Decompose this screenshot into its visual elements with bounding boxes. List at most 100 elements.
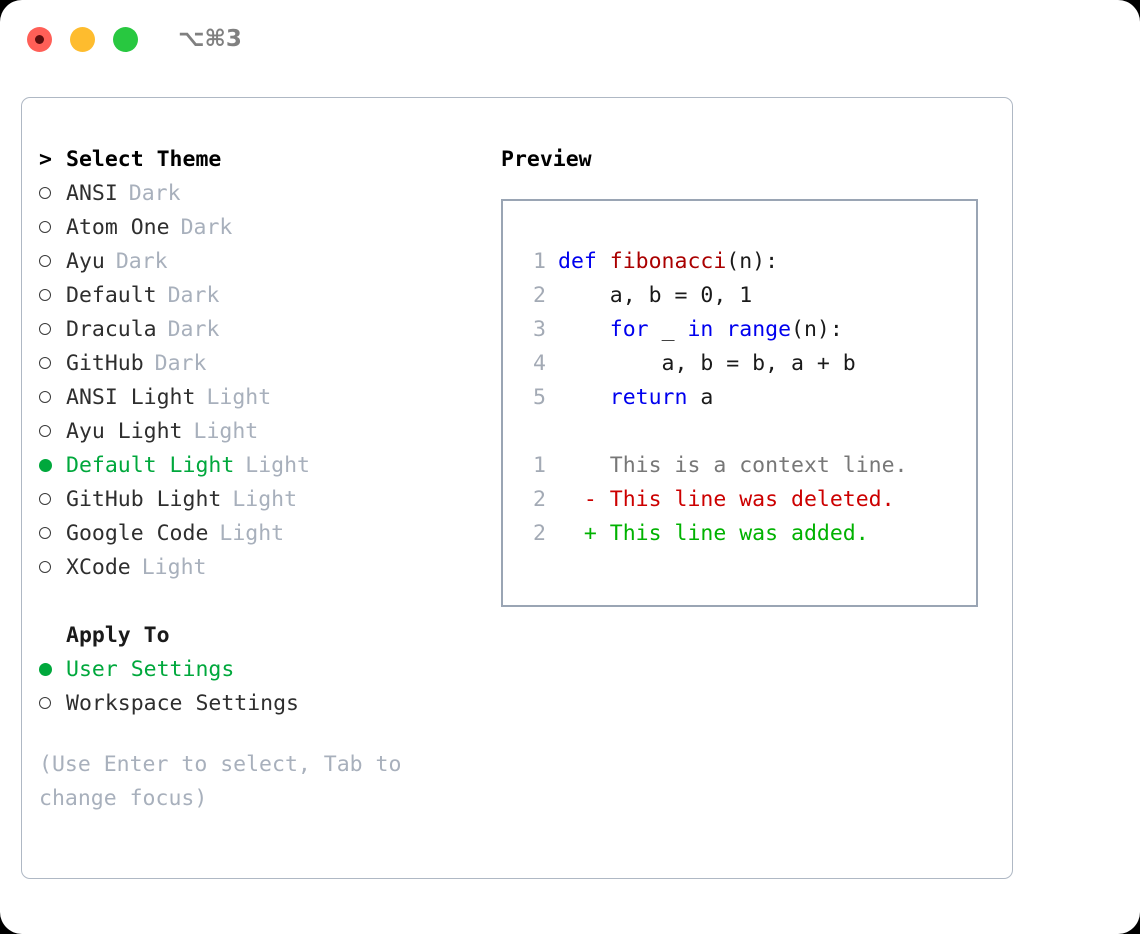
theme-name: XCode <box>66 554 131 580</box>
theme-list-item[interactable]: ANSI Light Light <box>39 380 479 414</box>
radio-dot <box>39 458 52 472</box>
theme-name: GitHub Light <box>66 486 222 512</box>
minimize-button[interactable] <box>70 26 95 52</box>
radio-selected-icon[interactable] <box>39 458 66 472</box>
diff-line: 1 This is a context line. <box>503 449 976 483</box>
radio-dot <box>39 527 51 539</box>
theme-name: ANSI Light <box>66 384 196 410</box>
theme-variant-badge: Light <box>245 452 311 478</box>
radio-dot <box>39 561 51 573</box>
apply-to-label: Workspace Settings <box>66 690 299 716</box>
theme-variant-badge: Dark <box>167 316 220 342</box>
code-token: a, b = b, a + b <box>558 351 856 376</box>
radio-unselected-icon[interactable] <box>39 561 66 573</box>
radio-dot <box>39 221 51 233</box>
code-line-number: 3 <box>533 317 546 342</box>
radio-dot <box>39 255 51 267</box>
code-line-content: return a <box>558 381 714 415</box>
keyboard-shortcut-label: ⌥⌘3 <box>178 26 242 52</box>
radio-selected-icon[interactable] <box>39 662 66 676</box>
theme-variant-badge: Light <box>219 520 285 546</box>
close-button[interactable] <box>27 26 52 52</box>
code-token: def <box>558 249 610 274</box>
radio-dot <box>39 493 51 505</box>
radio-unselected-icon[interactable] <box>39 323 66 335</box>
radio-unselected-icon[interactable] <box>39 357 66 369</box>
radio-unselected-icon[interactable] <box>39 493 66 505</box>
select-theme-title: Select Theme <box>66 146 222 172</box>
select-theme-header: > Select Theme <box>39 142 479 176</box>
code-token: (n): <box>791 317 843 342</box>
theme-name: Google Code <box>66 520 209 546</box>
code-token: range <box>726 317 792 342</box>
code-line: 4 a, b = b, a + b <box>503 347 976 381</box>
code-token: (n): <box>726 249 779 274</box>
theme-list-item[interactable]: Dracula Dark <box>39 312 479 346</box>
diff-marker <box>558 449 610 483</box>
theme-variant-badge: Dark <box>167 282 220 308</box>
theme-variant-badge: Light <box>232 486 298 512</box>
apply-to-item[interactable]: User Settings <box>39 652 479 686</box>
radio-dot <box>39 323 51 335</box>
radio-unselected-icon[interactable] <box>39 527 66 539</box>
theme-name: Ayu Light <box>66 418 183 444</box>
keyboard-hint-text: (Use Enter to select, Tab to change focu… <box>39 752 402 811</box>
radio-unselected-icon[interactable] <box>39 255 66 267</box>
diff-text: This line was added. <box>609 521 869 546</box>
maximize-button[interactable] <box>113 26 138 52</box>
theme-list-item[interactable]: Google Code Light <box>39 516 479 550</box>
theme-name: Ayu <box>66 248 105 274</box>
radio-unselected-icon[interactable] <box>39 289 66 301</box>
caret-icon: > <box>39 146 52 172</box>
diff-text: This is a context line. <box>609 453 908 478</box>
apply-to-item[interactable]: Workspace Settings <box>39 686 479 720</box>
theme-list-item[interactable]: Default Dark <box>39 278 479 312</box>
code-line: 2 a, b = 0, 1 <box>503 279 976 313</box>
code-line-content: a, b = b, a + b <box>558 347 856 381</box>
preview-title: Preview <box>501 146 592 172</box>
code-token: return <box>609 385 688 410</box>
radio-unselected-icon[interactable] <box>39 391 66 403</box>
code-line-number: 2 <box>533 283 546 308</box>
theme-variant-badge: Light <box>206 384 272 410</box>
theme-list-item[interactable]: GitHub Light Light <box>39 482 479 516</box>
apply-to-title: Apply To <box>66 622 170 648</box>
diff-line-number: 2 <box>533 521 546 546</box>
theme-variant-badge: Dark <box>128 180 181 206</box>
code-diff-gap <box>503 415 976 449</box>
code-line-content: def fibonacci(n): <box>558 245 778 279</box>
theme-name: Atom One <box>66 214 170 240</box>
diff-text: This line was deleted. <box>609 487 895 512</box>
radio-unselected-icon[interactable] <box>39 221 66 233</box>
diff-marker: - <box>558 487 610 512</box>
theme-name: Default <box>66 282 157 308</box>
radio-unselected-icon[interactable] <box>39 187 66 199</box>
theme-variant-badge: Dark <box>154 350 207 376</box>
theme-name: Dracula <box>66 316 157 342</box>
radio-unselected-icon[interactable] <box>39 425 66 437</box>
theme-name: Default Light <box>66 452 235 478</box>
code-line: 3 for _ in range(n): <box>503 313 976 347</box>
theme-list-item[interactable]: Default Light Light <box>39 448 479 482</box>
code-line-content: for _ in range(n): <box>558 313 843 347</box>
radio-dot <box>39 289 51 301</box>
diff-sample: 1 This is a context line. 2 - This line w… <box>503 449 976 551</box>
list-spacer <box>39 584 479 618</box>
diff-line-number: 1 <box>533 453 546 478</box>
radio-unselected-icon[interactable] <box>39 697 66 709</box>
